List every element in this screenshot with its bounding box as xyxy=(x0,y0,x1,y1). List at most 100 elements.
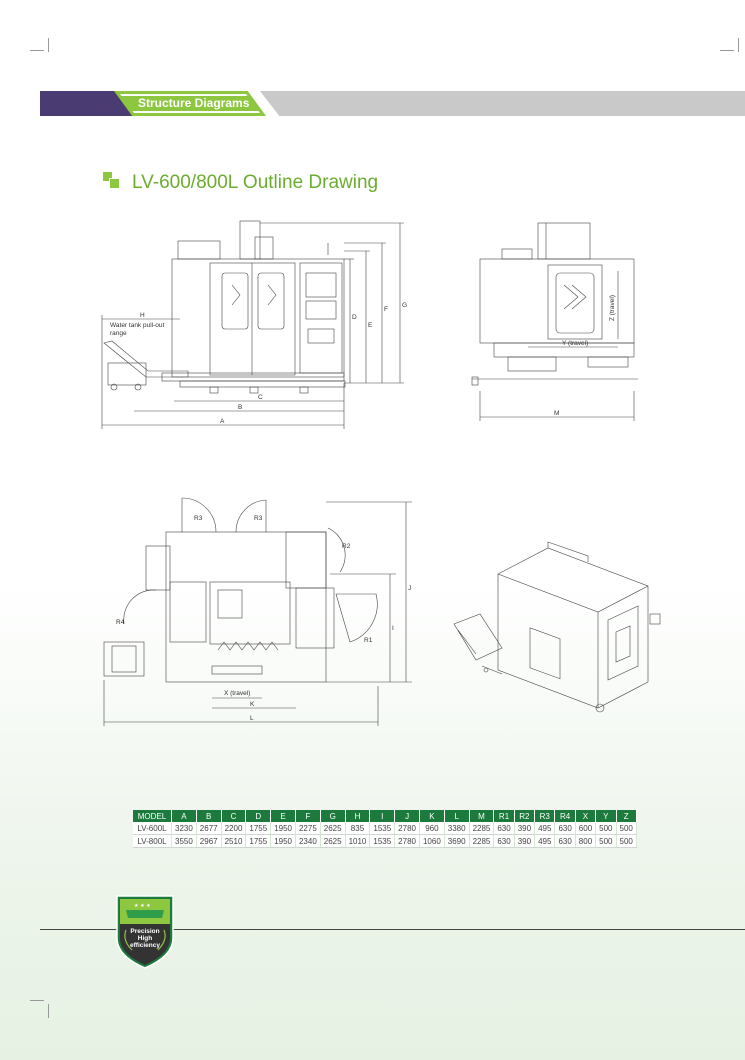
col-header: C xyxy=(221,810,247,822)
spec-table-header-row: MODEL A B C D E F G H I J K L M R1 R2 R3… xyxy=(133,810,637,822)
col-header: E xyxy=(270,810,296,822)
col-header: D xyxy=(245,810,272,822)
dim-label-f: F xyxy=(384,306,388,313)
dim-label-j: J xyxy=(408,585,411,592)
dim-label-m: M xyxy=(554,410,559,417)
x-travel-label: X (travel) xyxy=(224,690,250,697)
table-cell: 2275 xyxy=(295,822,321,835)
dim-label-r3-left: R3 xyxy=(194,515,203,522)
side-view-drawing: M Y (travel) Z (travel) xyxy=(468,215,648,425)
table-row: LV-800L 3550 2967 2510 1755 1950 2340 26… xyxy=(133,834,637,848)
table-cell: 500 xyxy=(616,834,637,848)
drawing-title: LV-600/800L Outline Drawing xyxy=(132,172,379,193)
table-cell: 1950 xyxy=(270,834,296,848)
col-header: R4 xyxy=(554,810,576,822)
table-cell: 1535 xyxy=(369,822,396,835)
col-header: G xyxy=(320,810,346,822)
table-cell-model: LV-800L xyxy=(133,834,172,848)
table-cell: 500 xyxy=(595,822,617,835)
section-title: Structure Diagrams xyxy=(138,96,250,110)
note-range: range xyxy=(110,330,127,337)
front-view-drawing: H Water tank pull-out range A B C D E F … xyxy=(100,215,420,435)
dim-label-e: E xyxy=(368,322,373,329)
table-cell: 3550 xyxy=(171,834,197,848)
table-cell: 2285 xyxy=(469,834,495,848)
section-header-bar: Structure Diagrams xyxy=(40,91,745,116)
y-travel-label: Y (travel) xyxy=(562,340,588,347)
dim-label-c: C xyxy=(258,394,263,401)
crop-mark xyxy=(738,38,739,52)
isometric-view-drawing xyxy=(448,540,678,730)
table-cell: 500 xyxy=(595,834,617,848)
col-header: X xyxy=(575,810,597,822)
table-cell: 960 xyxy=(419,822,445,835)
dim-label-r3-right: R3 xyxy=(254,515,263,522)
header-tab-inner xyxy=(120,94,260,113)
dim-label-a: A xyxy=(220,418,225,425)
bullet-square-icon xyxy=(109,178,120,189)
precision-badge: ★ ★ ★ Precision High efficiency xyxy=(114,894,176,970)
table-cell: 1010 xyxy=(345,834,371,848)
dim-label-k: K xyxy=(250,701,255,708)
table-cell: 495 xyxy=(534,822,556,835)
table-cell: 3380 xyxy=(444,822,470,835)
table-cell: 800 xyxy=(575,834,597,848)
crop-mark xyxy=(720,50,734,51)
col-header: I xyxy=(369,810,396,822)
svg-text:★ ★ ★: ★ ★ ★ xyxy=(134,903,151,909)
col-header: B xyxy=(196,810,222,822)
footer-divider xyxy=(40,929,745,930)
dim-label-r4: R4 xyxy=(116,619,125,626)
table-cell: 600 xyxy=(575,822,597,835)
shield-icon: ★ ★ ★ xyxy=(116,895,174,969)
table-cell: 495 xyxy=(534,834,556,848)
table-cell: 3230 xyxy=(171,822,197,835)
table-cell: 1755 xyxy=(245,834,272,848)
col-header-model: MODEL xyxy=(133,810,172,822)
note-water-tank: Water tank pull-out xyxy=(110,322,165,329)
dim-label-h: H xyxy=(140,312,145,319)
col-header: Z xyxy=(616,810,637,822)
table-cell: 2340 xyxy=(295,834,321,848)
col-header: H xyxy=(345,810,371,822)
col-header: R1 xyxy=(493,810,515,822)
dim-label-l: L xyxy=(250,715,254,722)
table-cell: 500 xyxy=(616,822,637,835)
col-header: J xyxy=(394,810,420,822)
bullet-square-icon xyxy=(103,172,112,181)
table-cell: 1060 xyxy=(419,834,445,848)
table-cell: 630 xyxy=(493,834,515,848)
col-header: A xyxy=(171,810,197,822)
dim-label-d: D xyxy=(352,314,357,321)
col-header: K xyxy=(419,810,445,822)
dim-label-b: B xyxy=(238,404,242,411)
col-header: F xyxy=(295,810,321,822)
table-cell: 1950 xyxy=(270,822,296,835)
dim-label-r1: R1 xyxy=(364,637,373,644)
z-travel-label: Z (travel) xyxy=(609,295,616,321)
crop-mark xyxy=(30,50,44,51)
table-cell: 1755 xyxy=(245,822,272,835)
table-cell: 2510 xyxy=(221,834,247,848)
table-cell: 390 xyxy=(514,834,536,848)
table-cell-model: LV-600L xyxy=(133,822,172,835)
table-cell: 630 xyxy=(554,822,576,835)
dim-label-g: G xyxy=(402,302,407,309)
top-view-drawing: R3 R3 R2 R1 R4 I J K L X (travel) xyxy=(100,490,420,730)
col-header: Y xyxy=(595,810,617,822)
col-header: M xyxy=(469,810,495,822)
header-gray-band xyxy=(260,91,745,116)
table-cell: 2625 xyxy=(320,822,346,835)
col-header: R2 xyxy=(514,810,536,822)
table-cell: 1535 xyxy=(369,834,396,848)
col-header: R3 xyxy=(534,810,556,822)
table-cell: 3690 xyxy=(444,834,470,848)
table-cell: 2780 xyxy=(394,822,420,835)
table-cell: 2677 xyxy=(196,822,222,835)
table-cell: 2625 xyxy=(320,834,346,848)
table-cell: 2967 xyxy=(196,834,222,848)
crop-mark xyxy=(48,38,49,52)
table-cell: 630 xyxy=(493,822,515,835)
spec-table: MODEL A B C D E F G H I J K L M R1 R2 R3… xyxy=(133,810,637,848)
table-row: LV-600L 3230 2677 2200 1755 1950 2275 26… xyxy=(133,822,637,835)
